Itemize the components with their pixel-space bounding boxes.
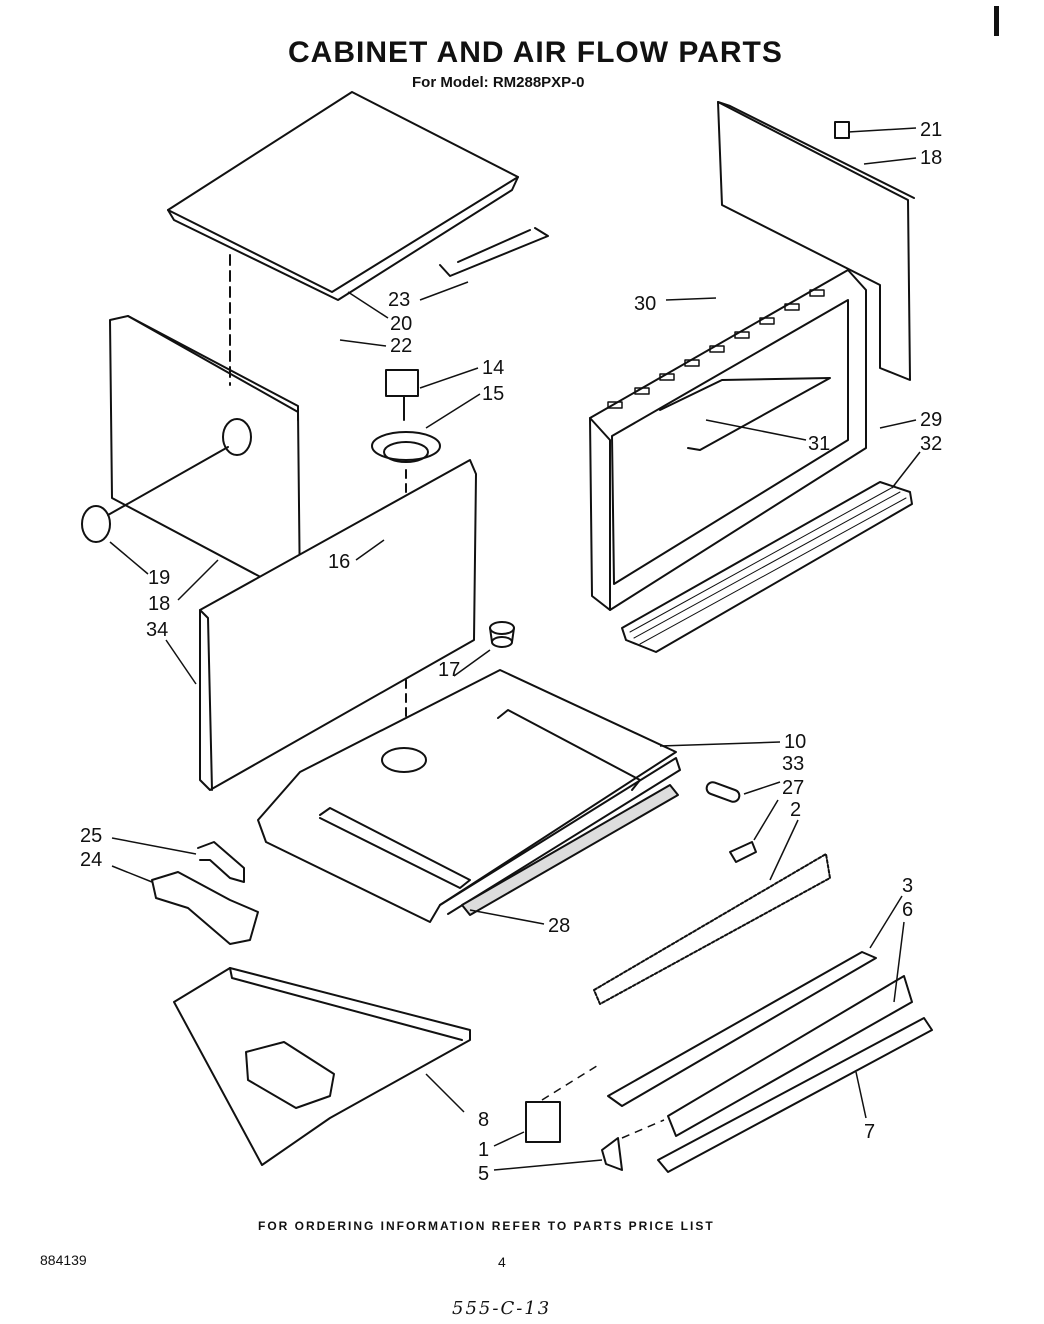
callout-25: 25 — [80, 825, 102, 847]
callout-21: 21 — [920, 119, 942, 141]
bracket — [197, 841, 245, 883]
callout-18-left: 18 — [148, 593, 170, 615]
callout-31: 31 — [808, 433, 830, 455]
air-duct — [151, 871, 259, 945]
mesh-screen — [593, 853, 831, 1005]
callout-27: 27 — [782, 777, 804, 799]
front-frame — [589, 269, 867, 611]
callout-34: 34 — [146, 619, 168, 641]
grommet — [489, 621, 515, 648]
callout-14: 14 — [482, 357, 504, 379]
rail-upper — [607, 951, 877, 1107]
right-side-panel — [717, 101, 915, 381]
callout-18-right: 18 — [920, 147, 942, 169]
callout-22: 22 — [390, 335, 412, 357]
callout-17: 17 — [438, 659, 460, 681]
page-title: CABINET AND AIR FLOW PARTS — [288, 36, 783, 69]
callout-7: 7 — [864, 1121, 875, 1143]
rail-middle — [667, 975, 913, 1137]
model-subtitle: For Model: RM288PXP-0 — [412, 74, 585, 91]
page-number: 4 — [498, 1254, 506, 1270]
callout-29: 29 — [920, 409, 942, 431]
top-cover-panel — [167, 91, 549, 301]
document-number: 884139 — [40, 1252, 87, 1268]
callout-1: 1 — [478, 1139, 489, 1161]
callout-24: 24 — [80, 849, 102, 871]
corner-mark — [994, 6, 999, 36]
ordering-note: FOR ORDERING INFORMATION REFER TO PARTS … — [258, 1219, 715, 1233]
switch — [525, 1101, 561, 1143]
handwritten-note: 555-C-13 — [452, 1298, 552, 1319]
front-grille — [621, 481, 913, 653]
callout-23: 23 — [388, 289, 410, 311]
cabinet-body — [199, 459, 681, 923]
callout-10: 10 — [784, 731, 806, 753]
rail-lower — [657, 1017, 933, 1173]
knob — [601, 1137, 623, 1171]
callout-32: 32 — [920, 433, 942, 455]
callout-3: 3 — [902, 875, 913, 897]
callout-33: 33 — [782, 753, 804, 775]
cover-plug — [81, 505, 111, 543]
callout-19: 19 — [148, 567, 170, 589]
callout-15: 15 — [482, 383, 504, 405]
callout-2: 2 — [790, 799, 801, 821]
callout-30: 30 — [634, 293, 656, 315]
callout-6: 6 — [902, 899, 913, 921]
filter-roll — [705, 781, 741, 803]
left-side-panel — [109, 254, 301, 599]
callout-8: 8 — [478, 1109, 489, 1131]
latch — [729, 841, 757, 863]
base-plate — [173, 967, 471, 1166]
callout-20: 20 — [390, 313, 412, 335]
callout-16: 16 — [328, 551, 350, 573]
insulation-strip — [461, 784, 679, 916]
callout-5: 5 — [478, 1163, 489, 1185]
clip-part — [834, 121, 850, 139]
callout-28: 28 — [548, 915, 570, 937]
